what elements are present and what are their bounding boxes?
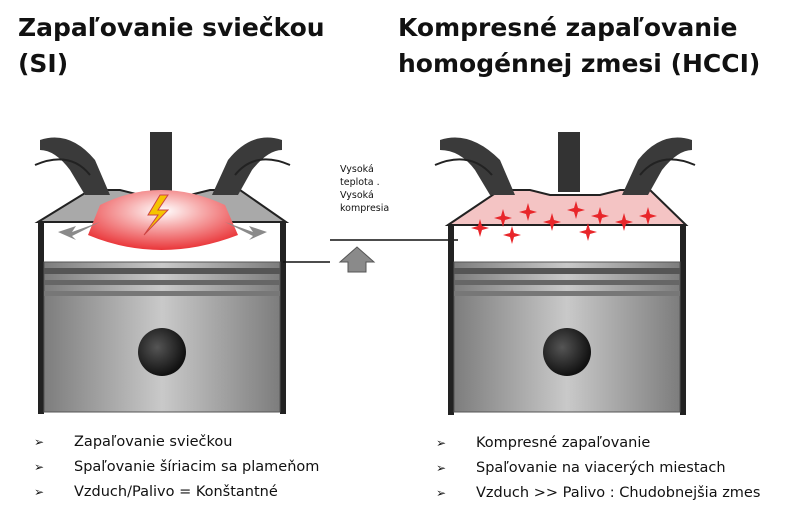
hcci-injector bbox=[558, 132, 580, 192]
arrow-bullet-icon: ➢ bbox=[436, 461, 447, 475]
list-item: ➢Spaľovanie šíriacim sa plameňom bbox=[34, 455, 394, 480]
cylinder-wall-left bbox=[38, 222, 44, 414]
intake-port bbox=[40, 137, 110, 195]
list-item: ➢Kompresné zapaľovanie bbox=[436, 431, 781, 456]
hcci-title: Kompresné zapaľovanie homogénnej zmesi (… bbox=[398, 13, 761, 78]
up-arrow-icon bbox=[338, 246, 376, 273]
hcci-combustion-chamber bbox=[444, 189, 689, 226]
list-item: ➢Vzduch >> Palivo : Chudobnejšia zmes bbox=[436, 481, 781, 506]
spark-plug bbox=[150, 132, 172, 192]
cylinder-wall-right bbox=[280, 222, 286, 414]
arrow-bullet-icon: ➢ bbox=[436, 486, 447, 500]
exhaust-port bbox=[212, 137, 282, 195]
spark-icon bbox=[143, 194, 170, 236]
hcci-feature-list: ➢Kompresné zapaľovanie ➢Spaľovanie na vi… bbox=[436, 431, 781, 506]
list-item: ➢Spaľovanie na viacerých miestach bbox=[436, 456, 781, 481]
si-title: Zapaľovanie sviečkou (SI) bbox=[18, 13, 325, 78]
list-item: ➢Zapaľovanie sviečkou bbox=[34, 430, 394, 455]
hcci-engine bbox=[434, 132, 696, 415]
transition-connector bbox=[283, 239, 458, 273]
si-engine bbox=[34, 132, 291, 414]
transition-note: Vysoká teplota . Vysoká kompresia bbox=[340, 164, 390, 214]
piston-pin bbox=[138, 328, 186, 376]
arrow-bullet-icon: ➢ bbox=[34, 435, 45, 449]
list-item: ➢Vzduch/Palivo = Konštantné bbox=[34, 480, 394, 505]
si-feature-list: ➢Zapaľovanie sviečkou ➢Spaľovanie šíriac… bbox=[34, 430, 394, 505]
arrow-bullet-icon: ➢ bbox=[34, 460, 45, 474]
flame-front bbox=[88, 190, 238, 250]
arrow-bullet-icon: ➢ bbox=[436, 436, 447, 450]
arrow-bullet-icon: ➢ bbox=[34, 485, 45, 499]
